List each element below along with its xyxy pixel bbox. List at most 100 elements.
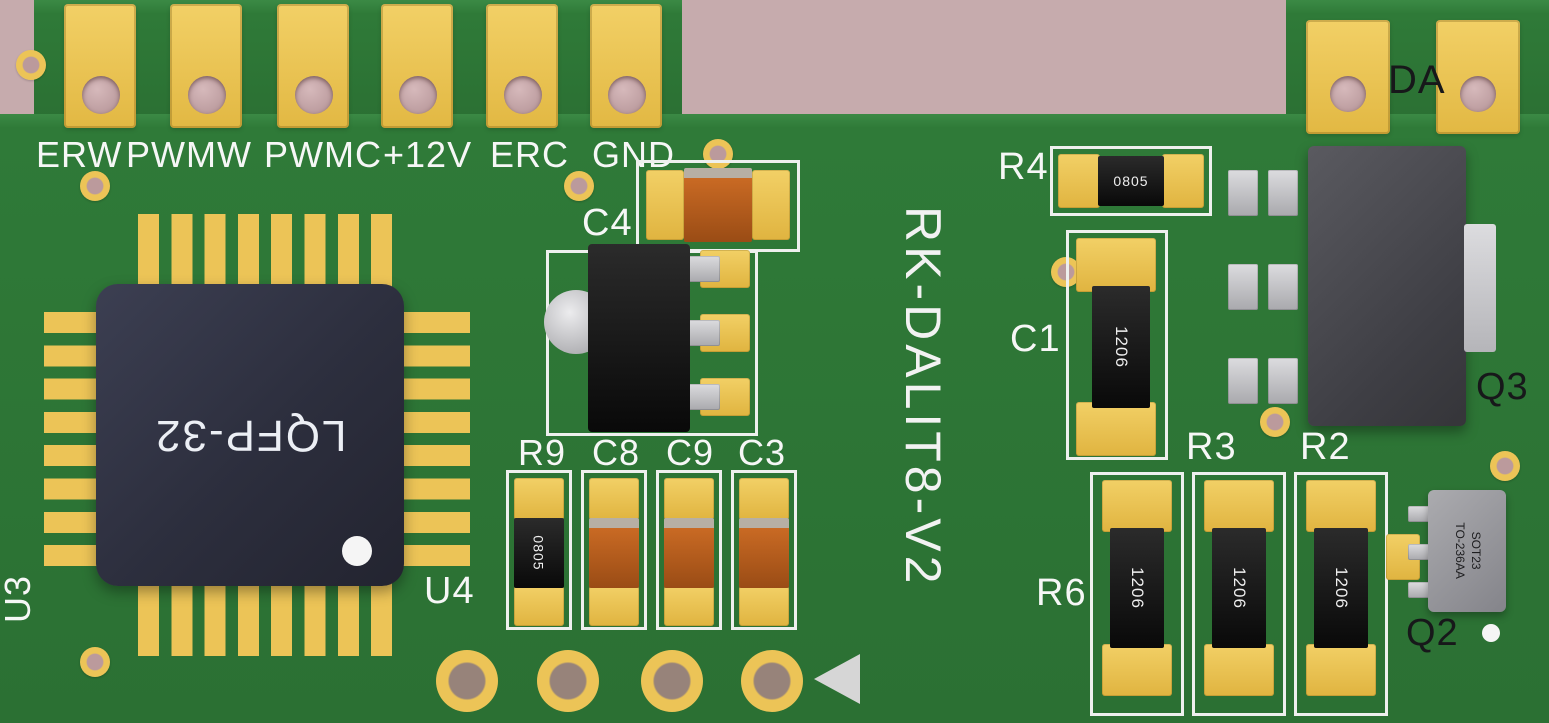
pin-label-pwmw: PWMW [126,134,252,175]
connector-hole [504,76,542,114]
via [80,647,110,677]
q2-marking-line2: TO-236AA [1452,522,1467,580]
r9-marking: 0805 [531,535,547,571]
r4-marking: 0805 [1113,173,1149,189]
regulator-lead [684,256,720,282]
mounting-pad-round [641,650,703,712]
label-c1: C1 [1010,318,1061,360]
chip-marking: LQFP-32 [153,411,347,460]
r6-resistor-body: 1206 [1110,528,1164,648]
connector-pad-erc [486,4,558,128]
pin-label-12v: +12V [383,134,473,175]
connector-pad-pwmc [277,4,349,128]
connector-hole [1460,76,1496,112]
c1-pad [1076,238,1156,292]
regulator-lead [684,320,720,346]
c1-capacitor-body: 1206 [1092,286,1150,408]
mounting-pad-round [436,650,498,712]
unpopulated-pad [1228,264,1258,310]
q3-transistor-body [1308,146,1466,426]
c3-pad [739,586,789,626]
label-u4: U4 [424,570,475,612]
regulator-lead [684,384,720,410]
c3-pad [739,478,789,520]
q3-tab-lead [1464,224,1496,352]
c9-silkscreen [656,470,722,630]
connector-pad-pwmw [170,4,242,128]
mounting-pad-round [741,650,803,712]
r2-silkscreen [1294,472,1388,716]
r2-marking: 1206 [1331,567,1351,609]
connector-hole [608,76,646,114]
c1-pad [1076,402,1156,456]
unpopulated-pad [1228,358,1258,404]
chip-pins-top [138,214,404,288]
connector-hole [1330,76,1366,112]
c4-pad [646,170,684,240]
q2-package-marking: SOT23 TO-236AA [1451,522,1483,580]
pin-label-erw: ERW [36,134,123,175]
q2-lead [1408,582,1430,598]
da-pad-left [1306,20,1390,134]
c9-capacitor-body [664,518,714,588]
chip-pins-bottom [138,582,404,656]
label-r3: R3 [1186,426,1237,468]
r6-pad [1102,480,1172,532]
silkscreen-dot [1482,624,1500,642]
c9-pad [664,478,714,520]
label-r9: R9 [518,432,567,473]
c8-pad [589,478,639,520]
via [1490,451,1520,481]
regulator-body [588,244,690,432]
label-r4: R4 [998,146,1049,188]
r3-resistor-body: 1206 [1212,528,1266,648]
q2-transistor-body: SOT23 TO-236AA [1428,490,1506,612]
arrow-marker [814,654,860,704]
via [80,171,110,201]
label-c4: C4 [582,202,633,244]
via [16,50,46,80]
label-q2: Q2 [1406,612,1459,654]
c3-capacitor-body [739,518,789,588]
r4-pad [1058,154,1100,208]
label-r2: R2 [1300,426,1351,468]
u3-chip-body: LQFP-32 [96,284,404,586]
r9-pad [514,586,564,626]
r6-silkscreen [1090,472,1184,716]
connector-pad-12v [381,4,453,128]
connector-hole [399,76,437,114]
mounting-pad-round [537,650,599,712]
r3-pad [1204,480,1274,532]
label-c9: C9 [666,432,715,473]
c1-silkscreen [1066,230,1168,460]
unpopulated-pad [1268,264,1298,310]
c8-silkscreen [581,470,647,630]
q2-marking-line1: SOT23 [1468,531,1483,571]
unpopulated-pad [1268,170,1298,216]
r3-marking: 1206 [1229,567,1249,609]
c8-pad [589,586,639,626]
via [1260,407,1290,437]
r6-pad [1102,644,1172,696]
label-r6: R6 [1036,572,1087,614]
label-c3: C3 [738,432,787,473]
q2-lead [1408,506,1430,522]
via [703,139,733,169]
board-tab-left [34,0,682,122]
c4-pad [752,170,790,240]
unpopulated-pad [1228,170,1258,216]
via [564,171,594,201]
c1-marking: 1206 [1111,326,1131,368]
board-title: RK-DALIT8-V2 [895,206,951,588]
pin-label-erc: ERC [490,134,570,175]
connector-pad-erw [64,4,136,128]
r3-silkscreen [1192,472,1286,716]
connector-hole [188,76,226,114]
pin1-marker-dot [342,536,372,566]
r4-silkscreen [1050,146,1212,216]
r2-pad [1306,644,1376,696]
connector-hole [295,76,333,114]
unpopulated-pad [1268,358,1298,404]
r2-pad [1306,480,1376,532]
